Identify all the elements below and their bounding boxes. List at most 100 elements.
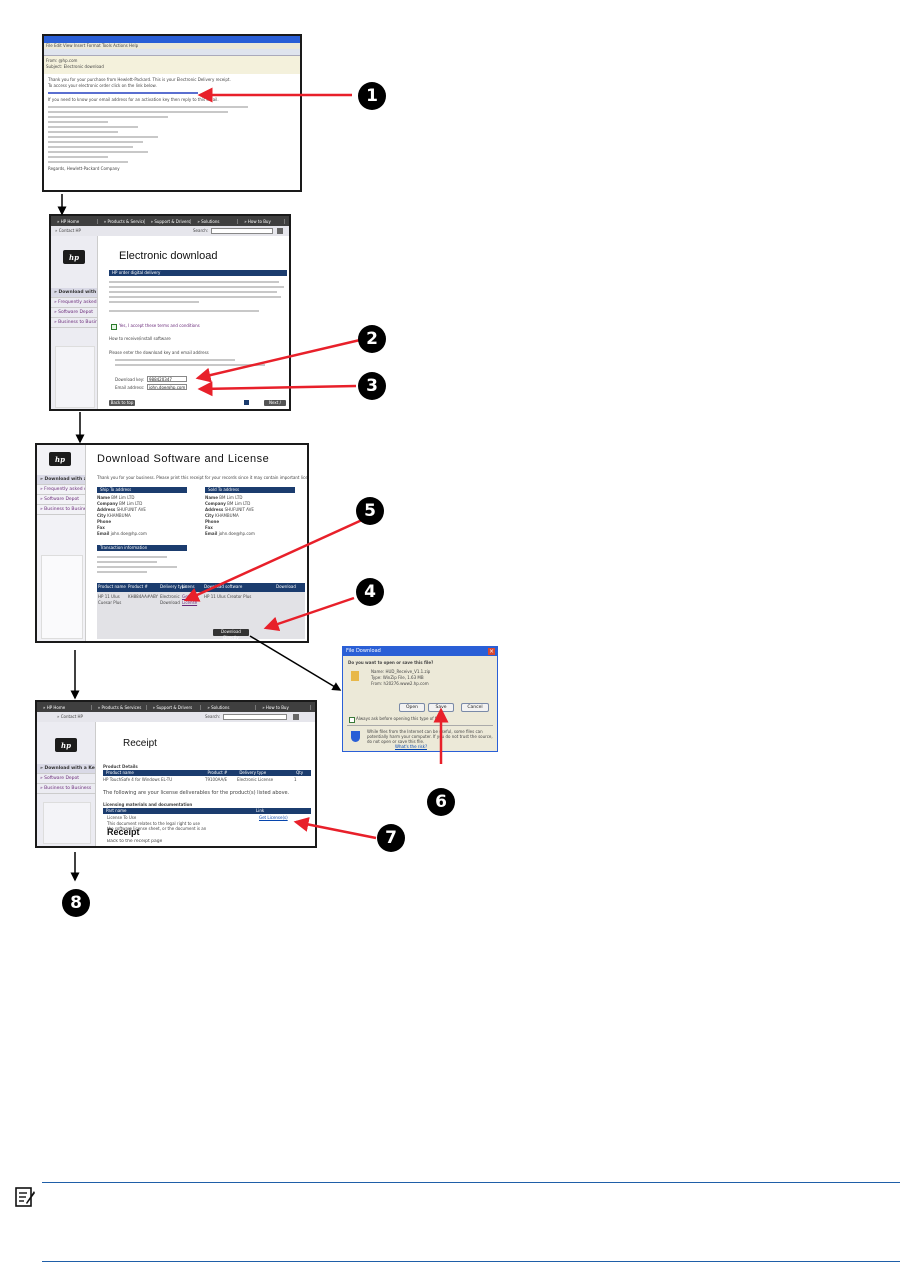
back-link[interactable]: Back to the receipt page	[107, 839, 163, 844]
submit-checkbox[interactable]	[244, 400, 249, 405]
pointer-arrow-5	[183, 518, 363, 602]
address-field-row: City KHAMBUMA	[97, 513, 131, 518]
page-title: Receipt	[123, 738, 157, 749]
submit-button[interactable]: Next / Submit	[264, 400, 286, 409]
always-ask-checkbox[interactable]	[349, 717, 355, 723]
section-header: HP order digital delivery	[109, 270, 287, 276]
step-marker-5: 5	[356, 497, 384, 525]
col-header: Link	[256, 808, 265, 813]
note-box	[42, 1182, 900, 1262]
qty-cell: 1	[294, 777, 297, 782]
always-ask-label[interactable]: Always ask before opening this type of f…	[356, 716, 441, 721]
search-label: Search:	[205, 714, 221, 719]
email-label: Email address:	[115, 385, 145, 390]
email-address-input[interactable]: john.doe@hp.com	[147, 384, 187, 390]
email-line: Thank you for your purchase from Hewlett…	[48, 77, 231, 82]
nav-link[interactable]: » How to Buy	[242, 218, 285, 224]
nav-link[interactable]: » Support & Drivers	[150, 218, 192, 224]
get-license-link[interactable]: Get License(s)	[259, 815, 288, 820]
note-icon	[14, 1186, 36, 1208]
nav-link[interactable]: » Products & Services	[103, 218, 145, 224]
sidebar-item-faq[interactable]: » Frequently asked questions	[51, 298, 97, 308]
sold-to-fields: Name BM Lim LTD Company BM Lim LTD Addre…	[205, 495, 305, 537]
terms-checkbox[interactable]	[111, 324, 117, 330]
sidebar-item-software-depot[interactable]: » Software Depot	[51, 308, 97, 318]
download-key-input[interactable]: 988420347	[147, 376, 187, 382]
sidebar-item-software-depot[interactable]: » Software Depot	[37, 495, 85, 505]
nav-link[interactable]: » HP Home	[41, 704, 92, 710]
file-type-row: Type: WinZip File, 1.63 MB	[371, 675, 424, 680]
receipt-screenshot: » HP Home » Products & Services » Suppor…	[35, 700, 317, 848]
search-label: Search:	[193, 228, 209, 233]
hp-logo-icon: hp	[49, 452, 71, 466]
email-line: Regards, Hewlett-Packard Company	[48, 166, 120, 171]
file-info: Name: HUD_Receive_V1.1.zip Type: WinZip …	[371, 669, 430, 687]
delivery-type-cell: Electronic Download	[160, 594, 180, 605]
contact-link[interactable]: » Contact HP	[57, 714, 83, 719]
ship-to-header: Ship To address	[97, 487, 187, 493]
flow-arrow-to-dialog	[249, 635, 342, 691]
col-header: Download software	[204, 584, 243, 589]
col-header: Product name	[106, 770, 134, 775]
transaction-header: Transaction information	[97, 545, 187, 551]
product-name-cell: HP TouchSafe 4 for Windows EL-TU	[103, 777, 173, 782]
table-row: HP TouchSafe 4 for Windows EL-TU T9100AA…	[103, 777, 311, 783]
pointer-arrow-7	[293, 817, 377, 840]
download-directly-button[interactable]: Download Directly	[213, 629, 249, 640]
sidebar-blank-panel	[41, 555, 83, 639]
contact-bar: » Contact HP Search:	[37, 712, 315, 722]
risk-link[interactable]: What's the risk?	[395, 744, 428, 749]
email-subject: Subject: Electronic download	[46, 64, 104, 69]
search-input[interactable]	[223, 714, 287, 720]
product-table-header: Product name Product # Delivery type Qty	[103, 770, 311, 776]
cancel-button[interactable]: Cancel	[461, 703, 489, 712]
file-from-row: From: h20276.www2.hp.com	[371, 681, 429, 686]
email-line: To access your electronic order click on…	[48, 83, 157, 88]
product-details-label: Product Details	[103, 764, 138, 769]
contact-bar: » Contact HP Search:	[51, 226, 289, 236]
sidebar: hp » Download with a Key » Frequently as…	[37, 445, 86, 641]
receipt-overlay-title: Receipt	[107, 827, 140, 837]
col-header: Product #	[207, 770, 228, 775]
sold-to-header: Sold To address	[205, 487, 295, 493]
nav-link[interactable]: » Solutions	[195, 218, 239, 224]
sidebar-blank-panel	[55, 346, 95, 408]
deliverables-text: The following are your license deliverab…	[103, 790, 290, 796]
terms-label[interactable]: Yes, I accept these terms and conditions	[119, 323, 200, 328]
search-icon[interactable]	[277, 228, 283, 234]
nav-link[interactable]: » Support & Drivers	[151, 704, 202, 710]
nav-link[interactable]: » HP Home	[55, 218, 98, 224]
open-button[interactable]: Open	[399, 703, 425, 712]
contact-link[interactable]: » Contact HP	[55, 228, 81, 233]
back-to-top-button[interactable]: Back to top	[109, 400, 135, 406]
nav-link[interactable]: » How to Buy	[260, 704, 311, 710]
shield-icon	[351, 731, 360, 742]
address-field-row: Email john.doe@hp.com	[205, 531, 255, 536]
sidebar-item-download-key[interactable]: » Download with a Key	[37, 475, 85, 485]
sidebar-item-b2b[interactable]: » Business to Business	[37, 784, 95, 794]
hp-logo-icon: hp	[63, 250, 85, 264]
product-number-cell: T9100AA/E	[205, 777, 228, 782]
sidebar-item-b2b[interactable]: » Business to Business	[37, 505, 85, 515]
search-icon[interactable]	[293, 714, 299, 720]
top-nav: » HP Home » Products & Services » Suppor…	[37, 702, 315, 712]
sidebar-item-faq[interactable]: » Frequently asked questions	[37, 485, 85, 495]
step-marker-1: 1	[358, 82, 386, 110]
sidebar-item-software-depot[interactable]: » Software Depot	[37, 774, 95, 784]
email-download-link[interactable]	[48, 92, 198, 94]
sidebar-item-download-key[interactable]: » Download with a Key	[37, 764, 95, 774]
sidebar-item-b2b[interactable]: » Business to Business	[51, 318, 97, 328]
search-input[interactable]	[211, 228, 273, 234]
col-header: Licens	[182, 584, 195, 589]
nav-link[interactable]: » Products & Services	[96, 704, 147, 710]
dialog-question: Do you want to open or save this file?	[348, 660, 434, 665]
sidebar-item-download-key[interactable]: » Download with a Key	[51, 288, 97, 298]
nav-link[interactable]: » Solutions	[205, 704, 257, 710]
close-icon[interactable]: ×	[488, 648, 495, 655]
address-field-row: Name BM Lim LTD	[205, 495, 243, 500]
col-header: Delivery type	[239, 770, 267, 775]
email-header: From: @hp.com Subject: Electronic downlo…	[44, 56, 300, 74]
licensing-header: Licensing materials and documentation	[103, 802, 193, 807]
page-title: Electronic download	[119, 250, 218, 262]
page-title: Download Software and License	[97, 453, 270, 465]
